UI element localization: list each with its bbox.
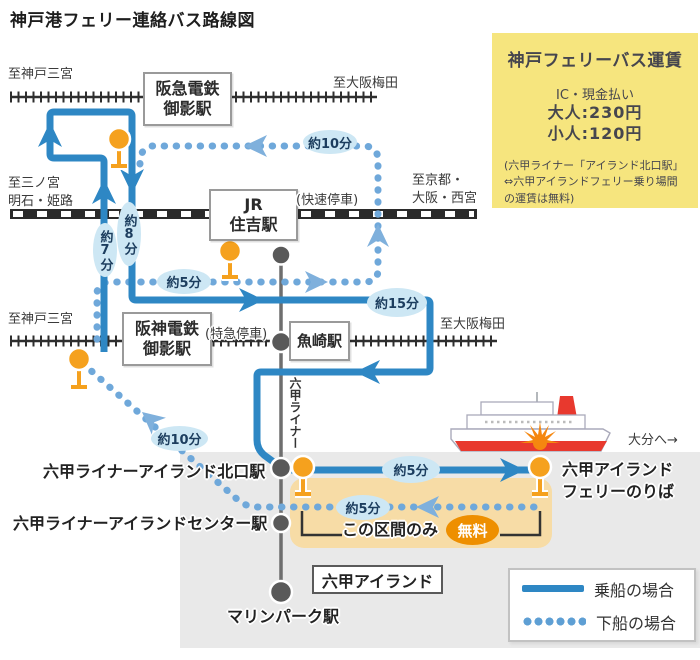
dir-hanshin-east: 至大阪梅田 [440, 317, 506, 332]
time-5min-alight: 約5分 [336, 495, 390, 520]
station-hanshin-mikage: 阪神電鉄 御影駅 [122, 312, 212, 366]
sun-logo [520, 422, 560, 450]
free-section-label: この区間のみ [342, 520, 439, 539]
board-route-arrows [38, 122, 525, 482]
time-10min-diagonal: 約10分 [151, 426, 208, 451]
fare-title: 神戸フェリーバス運賃 [507, 51, 683, 71]
free-badge: 無料 [446, 515, 499, 545]
rokko-liner-label: 六甲ライナー [288, 377, 302, 449]
free-section-bracket-left [300, 511, 342, 537]
bus-stop-jr-sumiyoshi [217, 238, 243, 281]
time-8min: 約8分 [117, 202, 141, 266]
bus-stop-ferry-terminal [527, 454, 553, 498]
station-island-north-label: 六甲ライナーアイランド北口駅 [43, 462, 266, 481]
time-5min-mid: 約5分 [157, 269, 211, 294]
dir-jr-east: 至京都・ 大阪・西宮 [412, 173, 478, 206]
time-5min-board: 約5分 [382, 456, 440, 483]
dir-ferry-to-oita: 大分へ→ [628, 433, 678, 448]
dir-hanshin-west: 至神戸三宮 [8, 312, 74, 327]
node-marine-park [268, 579, 294, 605]
ferry-funnel [557, 396, 577, 418]
alight-route-lower [84, 364, 538, 511]
ferry-hull-stripe [455, 441, 607, 451]
time-10min-top: 約10分 [303, 130, 357, 154]
fare-payment-method: IC・現金払い [556, 88, 634, 103]
bus-stop-island-north [290, 454, 316, 498]
dir-hankyu-west: 至神戸三宮 [8, 67, 74, 82]
legend-board-label: 乗船の場合 [594, 580, 675, 600]
station-island-center-label: 六甲ライナーアイランドセンター駅 [13, 514, 268, 533]
station-hankyu-mikage: 阪急電鉄 御影駅 [143, 72, 232, 126]
station-jr-sumiyoshi: JR 住吉駅 [209, 189, 298, 241]
node-sumiyoshi [270, 244, 292, 266]
island-label-box: 六甲アイランド [312, 565, 443, 594]
page-title: 神戸港フェリー連絡バス路線図 [10, 11, 255, 31]
note-express-stop: (特急停車) [205, 327, 268, 342]
time-7min: 約7分 [93, 223, 117, 277]
fare-note: (六甲ライナー「アイランド北口駅」 ⇔六甲アイランドフェリー乗り場間 の運賃は無… [504, 158, 684, 205]
fare-adult: 大人:230円 [547, 103, 643, 122]
legend-alight-label: 下船の場合 [596, 613, 677, 633]
station-uozaki: 魚崎駅 [289, 321, 350, 361]
fare-child: 小人:120円 [547, 123, 643, 143]
node-island-center [270, 512, 292, 534]
station-marine-park-label: マリンパーク駅 [227, 607, 340, 626]
board-route [46, 108, 540, 474]
legend-alight-row: 下船の場合 [522, 610, 694, 634]
ferry-terminal-label: 六甲アイランド フェリーのりば [562, 460, 675, 501]
legend-solid-line-sample [522, 585, 584, 592]
node-island-north [269, 456, 293, 480]
legend-box: 乗船の場合 下船の場合 [508, 568, 696, 642]
bus-stop-hanshin-mikage [66, 346, 92, 391]
bus-stop-hankyu-mikage [106, 126, 132, 170]
alight-route-arrows [142, 135, 439, 518]
bus-stops [66, 126, 553, 498]
legend-board-row: 乗船の場合 [522, 577, 694, 601]
note-rapid-stop: (快速停車) [296, 193, 359, 208]
fare-info-box: 神戸フェリーバス運賃 IC・現金払い 大人:230円 小人:120円 (六甲ライ… [492, 33, 698, 208]
free-section-bracket-right [500, 511, 542, 537]
dir-hankyu-east: 至大阪梅田 [333, 76, 399, 91]
node-uozaki [269, 330, 293, 354]
ferry-ship-illustration [450, 392, 611, 452]
dir-jr-west: 至三ノ宮 明石・姫路 [8, 176, 74, 209]
time-15min: 約15分 [367, 288, 427, 317]
legend-dotted-line-sample [522, 617, 586, 626]
